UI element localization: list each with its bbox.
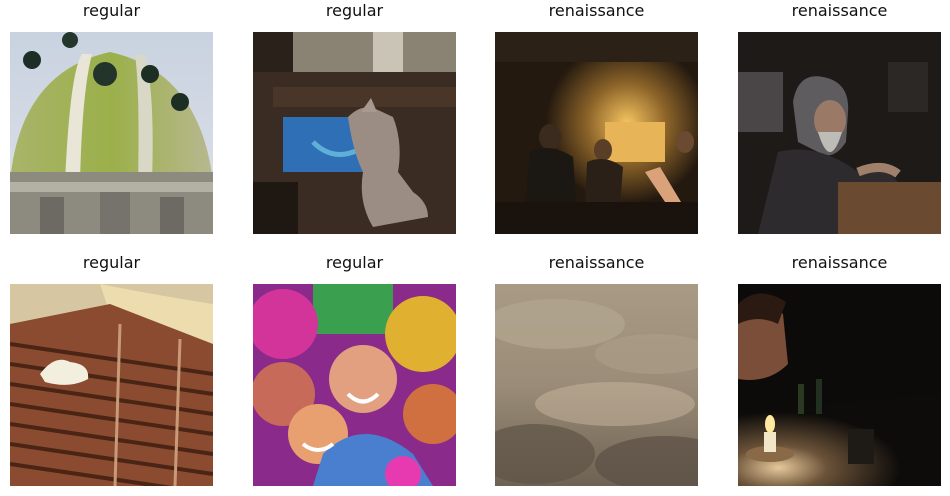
grilled-sandwich-photo bbox=[10, 284, 213, 486]
image-caption: renaissance bbox=[791, 1, 888, 20]
image-caption: regular bbox=[82, 253, 141, 272]
image-caption: renaissance bbox=[548, 253, 645, 272]
train-passengers-photo bbox=[495, 32, 698, 234]
image-caption: renaissance bbox=[791, 253, 888, 272]
image-caption: regular bbox=[325, 253, 384, 272]
cloudy-sky-photo bbox=[495, 284, 698, 486]
dome-photo bbox=[10, 32, 213, 234]
dog-statue-photo bbox=[253, 32, 456, 234]
image-caption: renaissance bbox=[548, 1, 645, 20]
candle-scene-photo bbox=[738, 284, 941, 486]
image-caption: regular bbox=[325, 1, 384, 20]
image-caption: regular bbox=[82, 1, 141, 20]
hooded-man-photo bbox=[738, 32, 941, 234]
holi-colors-photo bbox=[253, 284, 456, 486]
